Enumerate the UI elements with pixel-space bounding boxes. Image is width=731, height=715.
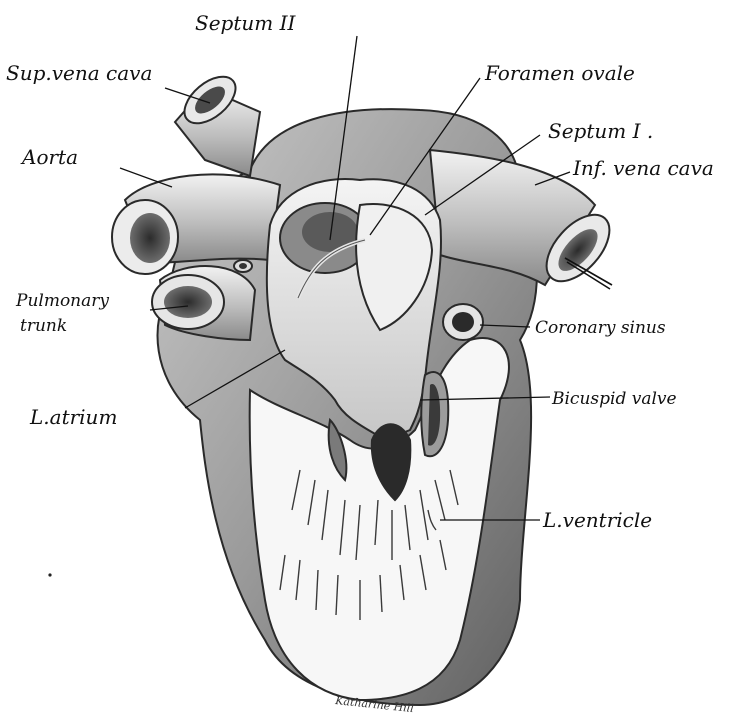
label-pulmonary-line2: trunk: [20, 316, 67, 336]
ink-dot: [48, 573, 51, 576]
label-l-atrium: L.atrium: [29, 405, 117, 429]
label-pulmonary-line1: Pulmonary: [15, 291, 109, 311]
aorta: [112, 174, 280, 274]
label-inf-vena-cava: Inf. vena cava: [572, 156, 714, 180]
label-aorta: Aorta: [20, 145, 78, 169]
label-foramen-ovale: Foramen ovale: [484, 61, 635, 85]
coronary-sinus: [443, 304, 483, 340]
leader-aorta: [120, 168, 172, 187]
label-l-ventricle: L.ventricle: [542, 508, 652, 532]
label-bicuspid-valve: Bicuspid valve: [551, 389, 677, 409]
label-septum-ii: Septum II: [195, 11, 296, 35]
label-sup-vena-cava: Sup.vena cava: [6, 61, 152, 85]
label-coronary-sinus: Coronary sinus: [535, 318, 666, 338]
sup-vena-cava: [175, 68, 260, 176]
label-septum-i: Septum I .: [548, 119, 653, 143]
